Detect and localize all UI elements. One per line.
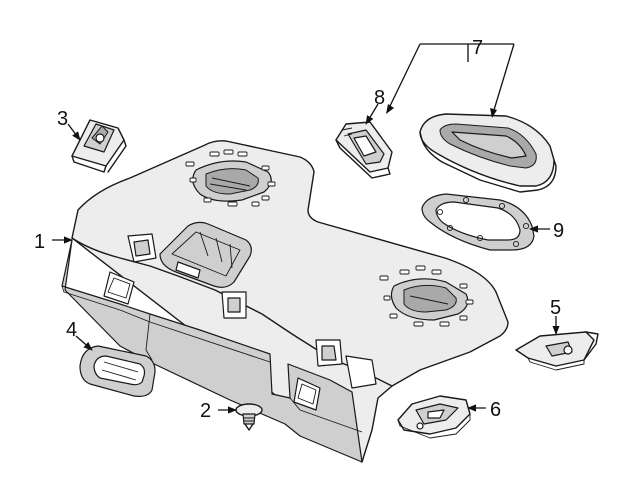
leader-4 [75, 335, 93, 351]
push-pin-retainer [235, 403, 263, 431]
leader-3 [67, 123, 81, 141]
leader-7-arrowhead-right [490, 108, 497, 118]
callout-1: 1 [34, 231, 45, 253]
leader-lines [52, 43, 560, 414]
callout-3: 3 [57, 108, 68, 130]
speaker-mount-bracket [335, 121, 393, 179]
trim-clip [71, 119, 127, 173]
callout-9: 9 [553, 220, 564, 242]
rear-shelf-panel [61, 140, 509, 463]
callout-6: 6 [490, 399, 501, 421]
leader-7-arrowhead-left [386, 104, 394, 114]
leader-8 [365, 103, 379, 125]
speaker-gasket [421, 193, 535, 251]
support-bracket [397, 395, 471, 439]
callout-8: 8 [374, 87, 385, 109]
leader-7-bracket [389, 43, 515, 111]
speaker-grille-cover [419, 113, 557, 193]
mounting-bracket [515, 331, 599, 371]
callout-7: 7 [472, 37, 483, 59]
callout-4: 4 [66, 319, 77, 341]
callout-labels: 1 2 3 4 5 6 7 8 9 [34, 37, 564, 422]
callout-5: 5 [550, 297, 561, 319]
callout-2: 2 [200, 400, 211, 422]
